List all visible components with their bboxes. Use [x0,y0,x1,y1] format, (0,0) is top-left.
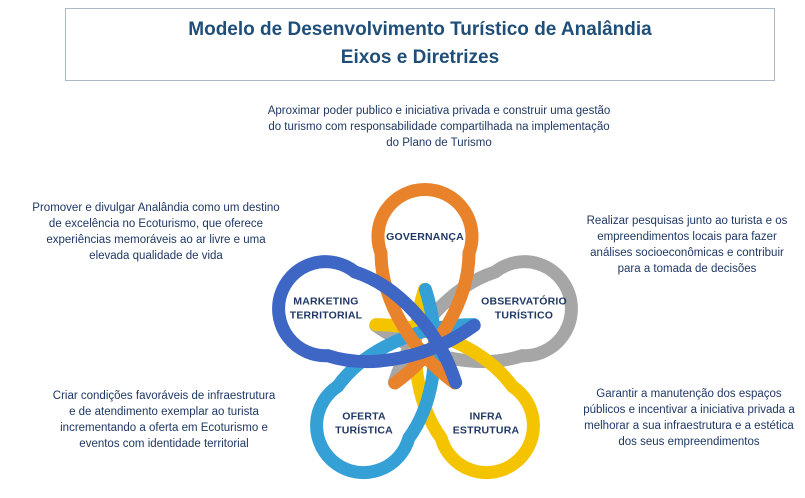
title-box: Modelo de Desenvolvimento Turístico de A… [65,8,775,82]
petal-label-infraestrutura: INFRA ESTRUTURA [452,410,520,436]
page-title-line2: Eixos e Diretrizes [340,46,500,68]
description-infraestrutura: Garantir a manutenção dos espaços públic… [583,388,795,449]
page-title-line1: Modelo de Desenvolvimento Turístico de A… [188,19,652,40]
description-marketing-territorial: Promover e divulgar Analândia como um de… [32,202,280,263]
description-oferta-turistica: Criar condições favoráveis de infraestru… [52,390,276,451]
petal-label-governanca: GOVERNANÇA [386,231,464,244]
description-governanca: Aproximar poder publico e iniciativa pri… [267,105,611,150]
petal-label-oferta-turistica: OFERTA TURÍSTICA [335,410,393,436]
petal-label-marketing-territorial: MARKETING TERRITORIAL [289,295,363,321]
description-observatorio-turistico: Realizar pesquisas junto ao turista e os… [586,215,788,276]
petal-marketing-loop [272,255,481,390]
petal-label-observatorio-turistico: OBSERVATÓRIO TURÍSTICO [481,295,567,321]
